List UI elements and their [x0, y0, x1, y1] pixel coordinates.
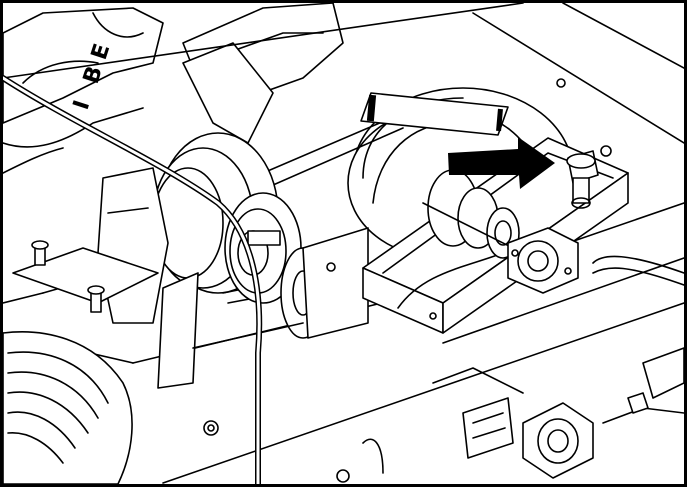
fan-drum [3, 331, 133, 484]
panel-letter-i: I [69, 97, 95, 113]
bottom-fasteners [336, 438, 384, 483]
bearing-flange [507, 227, 579, 294]
belt-guard [157, 227, 369, 389]
tension-bolt [566, 145, 612, 209]
callout-arrow [448, 137, 555, 189]
callout-bar-marker [360, 92, 509, 136]
side-rails [592, 255, 684, 424]
mounting-bolts [12, 240, 219, 436]
machine-illustration: E B I [3, 3, 684, 484]
engine-housing [3, 3, 344, 174]
hose-line [3, 75, 263, 484]
panel-letter-b: B [79, 63, 108, 87]
panel-letter-e: E [87, 41, 115, 63]
bottom-bearing [432, 367, 594, 479]
